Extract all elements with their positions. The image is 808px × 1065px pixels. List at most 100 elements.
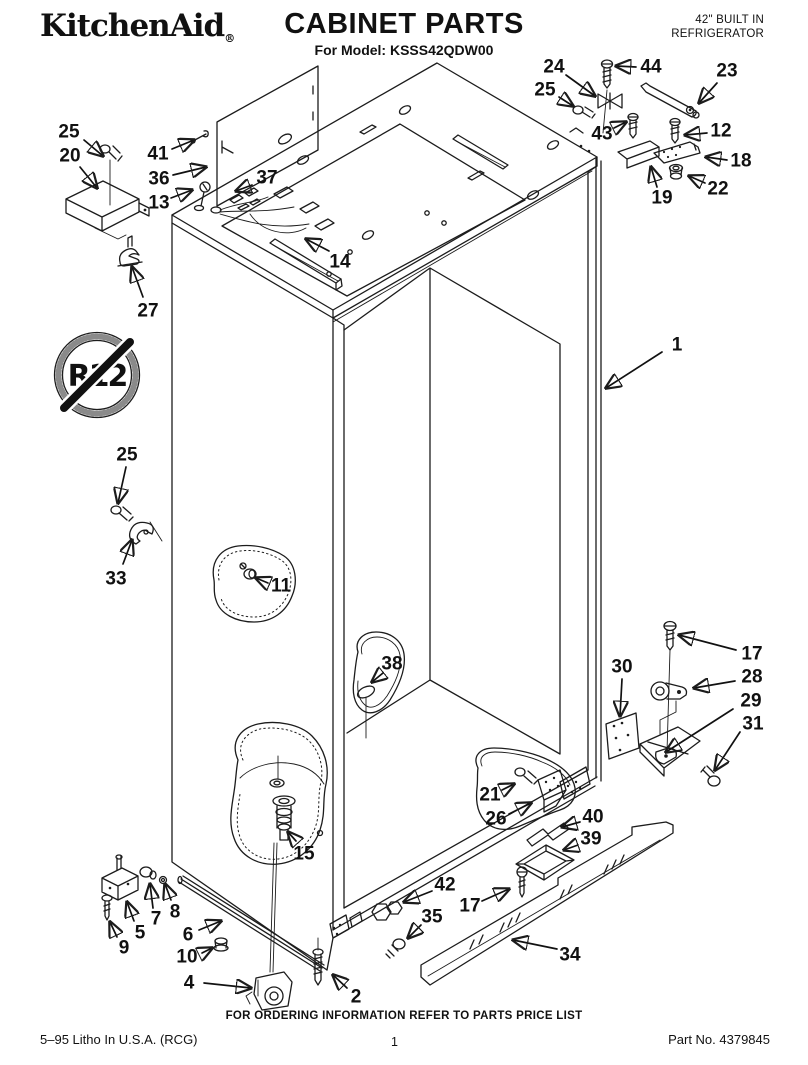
callout-label-30-22: 30 [611,657,632,678]
title-block: CABINET PARTS For Model: KSSS42QDW00 [284,8,524,59]
callout-arrow-36-3 [172,167,206,175]
mid-left-parts [110,505,163,545]
callout-arrow-4-41 [203,983,251,988]
callout-label-38-21: 38 [381,654,402,675]
callout-label-17-23: 17 [741,644,762,665]
callout-arrow-22-15 [689,176,705,183]
callout-label-8-38: 8 [170,902,181,923]
callout-label-21-27: 21 [479,785,501,806]
callout-label-17-33: 17 [459,896,480,917]
callout-label-6-39: 6 [183,925,194,946]
product-line-2: REFRIGERATOR [671,28,764,41]
callout-arrow-33-19 [123,540,132,565]
callout-label-7-37: 7 [151,909,162,930]
callout-arrow-35-32 [408,925,421,938]
callout-label-2-42: 2 [351,987,362,1008]
wiring-harness [210,186,335,234]
callout-label-27-7: 27 [137,301,158,322]
callout-label-33-19: 33 [105,569,126,590]
callout-arrow-23-10 [699,82,718,103]
callout-label-34-34: 34 [559,945,581,966]
callout-arrow-25-0 [83,139,103,156]
registered-mark: ® [224,32,236,45]
callout-arrow-1-17 [606,351,663,388]
callout-label-25-0: 25 [58,122,80,143]
callout-arrow-7-37 [150,884,153,909]
callout-arrow-27-7 [132,267,143,298]
callout-arrow-40-29 [562,822,581,827]
callout-label-39-30: 39 [580,829,601,850]
callout-label-24-8: 24 [543,57,565,78]
callout-label-12-13: 12 [710,121,731,142]
litho-note: 5–95 Litho In U.S.A. (RCG) [40,1032,198,1047]
callout-label-42-31: 42 [434,875,455,896]
callout-arrow-19-16 [651,167,657,188]
callout-arrow-2-42 [333,975,347,988]
callout-label-43-12: 43 [591,124,612,145]
right-lower-bracket-cluster [605,620,721,787]
callout-arrow-43-12 [614,122,626,128]
model-subtitle: For Model: KSSS42QDW00 [314,42,494,58]
callout-arrow-21-27 [502,784,514,790]
callout-label-18-14: 18 [730,151,751,172]
callout-arrow-9-35 [110,922,117,937]
callout-arrow-12-13 [685,133,708,135]
callout-arrow-5-36 [127,902,134,922]
callout-arrow-37-5 [236,185,252,191]
callout-arrow-25-11 [559,97,573,106]
callout-arrow-17-33 [481,889,509,901]
callout-label-28-24: 28 [741,667,762,688]
callout-label-15-43: 15 [293,844,315,865]
callout-label-31-26: 31 [742,714,764,735]
callout-arrow-18-14 [706,157,728,160]
callout-arrow-17-23 [679,635,737,651]
callout-arrow-25-18 [118,466,126,503]
callout-arrow-38-21 [372,673,383,682]
no-r12-symbol: R12 [53,331,141,419]
callout-arrow-20-1 [79,166,97,188]
top-right-bracket-cluster [572,59,701,180]
page-title: CABINET PARTS [284,8,524,40]
liner-cutout-15 [230,721,328,973]
callout-label-5-36: 5 [135,923,146,944]
callout-arrow-6-39 [198,921,221,930]
callout-label-9-35: 9 [119,938,130,959]
callout-label-23-10: 23 [716,61,737,82]
product-line-1: 42" BUILT IN [695,14,764,26]
callout-arrow-8-38 [165,884,171,900]
callout-arrow-39-30 [564,845,578,850]
callout-label-13-4: 13 [148,193,169,214]
callout-label-26-28: 26 [485,809,506,830]
callout-arrow-15-43 [288,832,296,841]
callout-label-35-32: 35 [421,907,443,928]
callout-arrow-41-2 [171,140,194,149]
callout-label-4-41: 4 [184,973,195,994]
callout-label-11-20: 11 [271,576,292,597]
callout-arrow-44-9 [616,66,637,67]
callout-arrow-24-8 [565,74,595,96]
product-type: 42" BUILT IN REFRIGERATOR [671,13,764,42]
ordering-note: FOR ORDERING INFORMATION REFER TO PARTS … [225,1010,583,1022]
liner-cutout-38 [352,631,406,739]
brand-logo: KitchenAid® [40,8,235,45]
callout-label-10-40: 10 [176,947,197,968]
callout-label-41-2: 41 [147,144,169,165]
callout-label-36-3: 36 [148,169,169,190]
brand-name: KitchenAid [40,8,225,44]
callout-label-29-25: 29 [740,691,761,712]
callout-label-22-15: 22 [707,179,728,200]
callout-arrow-30-22 [620,678,622,716]
bottom-hardware [101,821,674,1011]
callout-arrow-42-31 [404,891,433,902]
callout-arrow-26-28 [508,803,531,814]
callout-arrow-10-40 [202,948,212,953]
callout-arrow-11-20 [256,578,268,583]
callout-label-19-16: 19 [651,188,672,209]
liner-cutout-11 [212,544,296,623]
callout-label-25-18: 25 [116,445,138,466]
callout-label-40-29: 40 [582,807,603,828]
callout-label-20-1: 20 [59,146,80,167]
